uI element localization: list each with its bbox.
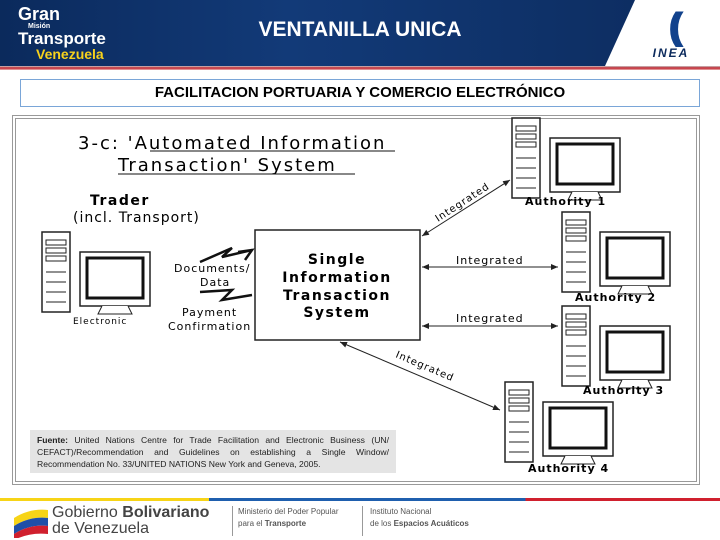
integrated-label: Integrated <box>456 254 524 267</box>
lightning-arrow-icon <box>199 288 253 302</box>
center-label: Single <box>308 252 366 268</box>
integrated-arrow-1 <box>421 179 511 237</box>
center-label: Transaction <box>283 288 391 304</box>
center-label: System <box>303 305 370 321</box>
integrated-arrow-4 <box>339 341 501 411</box>
logo-text: Transporte <box>264 519 307 528</box>
trader-label: (incl. Transport) <box>73 210 200 226</box>
source-label: Fuente: <box>37 435 69 445</box>
logo-text: Gran <box>18 4 61 24</box>
logo-text: de Venezuela <box>52 520 149 537</box>
header-banner: Gran Misión Transporte Venezuela VENTANI… <box>0 0 720 66</box>
logo-text: Espacios Acuáticos <box>393 519 469 528</box>
logo-text: Bolivariano <box>122 504 210 521</box>
trader-label: Trader <box>90 193 150 209</box>
authority-3-computer-icon <box>560 304 672 390</box>
diagram-title: 3-c: 'Automated Information <box>78 133 386 154</box>
inea-logo: ((( INEA <box>636 8 706 62</box>
diagram-title: Transaction' System <box>117 155 337 176</box>
inea-wave-icon: ((( <box>636 8 706 46</box>
logo-text: Instituto Nacional <box>370 507 432 516</box>
header-divider <box>0 66 720 70</box>
trader-computer-icon <box>40 230 152 316</box>
integrated-label: Integrated <box>394 350 456 384</box>
logo-text: Transporte <box>18 29 106 48</box>
documents-label: Documents/ <box>174 262 250 275</box>
authority-label: Authority 4 <box>528 462 609 475</box>
logo-text: Venezuela <box>36 46 104 62</box>
logo-text: Gobierno <box>52 504 123 521</box>
lightning-arrow-icon <box>199 246 255 264</box>
authority-label: Authority 3 <box>583 384 664 397</box>
logo-text: de los <box>370 519 394 528</box>
integrated-label: Integrated <box>434 181 492 224</box>
authority-label: Authority 1 <box>525 195 606 208</box>
flag-stripe <box>0 498 720 501</box>
authority-2-computer-icon <box>560 210 672 296</box>
authority-label: Authority 2 <box>575 291 656 304</box>
payment-label: Payment <box>182 306 237 319</box>
authority-1-computer-icon <box>510 116 622 202</box>
gran-mision-transporte-logo: Gran Misión Transporte Venezuela <box>18 5 118 61</box>
venezuela-flag-icon <box>14 509 48 538</box>
documents-label: Data <box>200 276 230 289</box>
logo-text: Ministerio del Poder Popular <box>238 507 339 516</box>
section-title: FACILITACION PORTUARIA Y COMERCIO ELECTR… <box>20 79 700 107</box>
logo-text: para el <box>238 519 265 528</box>
instituto-text: Instituto Nacional de los Espacios Acuáti… <box>362 506 469 536</box>
center-label: Information <box>282 270 391 286</box>
logo-text: Misión <box>28 23 51 30</box>
single-window-box <box>254 229 421 341</box>
source-citation: Fuente: United Nations Centre for Trade … <box>30 430 396 473</box>
ministerio-text: Ministerio del Poder Popular para el Tran… <box>232 506 339 536</box>
payment-label: Confirmation <box>168 320 251 333</box>
source-text: United Nations Centre for Trade Facilita… <box>37 435 389 469</box>
page-title: VENTANILLA UNICA <box>258 18 462 41</box>
logo-text: INEA <box>652 46 690 60</box>
integrated-label: Integrated <box>456 312 524 325</box>
electronic-label: Electronic <box>73 317 127 327</box>
